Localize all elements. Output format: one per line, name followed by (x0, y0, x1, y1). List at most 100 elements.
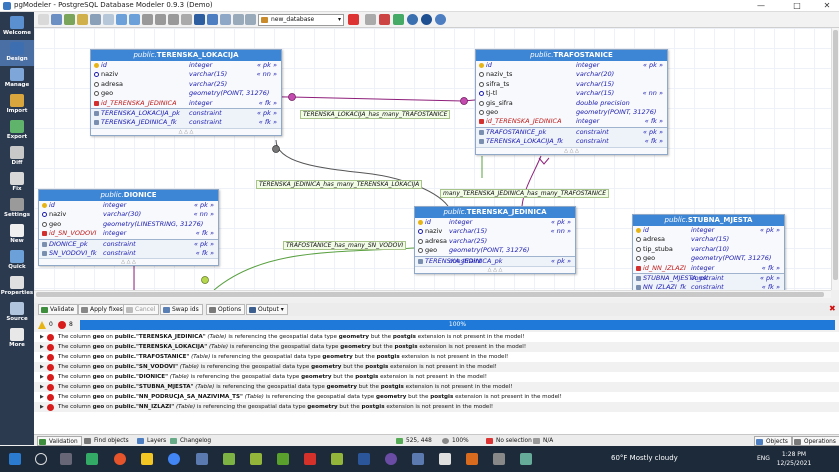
find-objects-tab[interactable]: Find objects (83, 436, 129, 446)
qgis-icon[interactable] (250, 453, 262, 465)
chrome-icon[interactable] (168, 453, 180, 465)
layers-tab[interactable]: Layers (136, 436, 166, 446)
qgis-icon-3[interactable] (331, 453, 343, 465)
qgis-icon-2[interactable] (277, 453, 289, 465)
help-icon[interactable] (407, 14, 418, 25)
expand-arrow-icon[interactable]: ▶ (40, 374, 44, 380)
widgets-icon[interactable] (86, 453, 98, 465)
validation-message[interactable]: ▶The column geo on public."TERENSKA_LOKA… (34, 342, 839, 352)
app-icon[interactable] (223, 453, 235, 465)
relationship-label[interactable]: TERENSKA_LOKACIJA_has_many_TRAFOSTANICE (300, 110, 451, 119)
plugins-icon[interactable] (393, 14, 404, 25)
validate-button[interactable]: Validate (38, 304, 79, 315)
undo-icon[interactable] (116, 14, 127, 25)
new-model-icon[interactable] (38, 14, 49, 25)
print-icon[interactable] (90, 14, 101, 25)
expand-arrow-icon[interactable]: ▶ (40, 404, 44, 410)
sidebar-item-quick[interactable]: Quick (0, 248, 34, 274)
sidebar-item-manage[interactable]: Manage (0, 66, 34, 92)
redo-icon[interactable] (129, 14, 140, 25)
expand-arrow-icon[interactable]: ▶ (40, 354, 44, 360)
validation-message[interactable]: ▶The column geo on public."NN_PODRUCJA_S… (34, 392, 839, 402)
sidebar-item-more[interactable]: More (0, 326, 34, 352)
expand-arrow-icon[interactable]: ▶ (40, 334, 44, 340)
scroll-thumb[interactable] (36, 292, 824, 297)
previous-icon[interactable] (233, 14, 244, 25)
validation-message[interactable]: ▶The column geo on public."TRAFOSTANICE"… (34, 352, 839, 362)
close-model-icon[interactable] (348, 14, 359, 25)
validation-message[interactable]: ▶The column geo on public."STUBNA_MJESTA… (34, 382, 839, 392)
export-image-icon[interactable] (103, 14, 114, 25)
weather-widget[interactable]: 60°F Mostly cloudy (611, 454, 678, 462)
horizontal-scrollbar[interactable] (34, 290, 831, 298)
expand-arrow-icon[interactable]: ▶ (40, 394, 44, 400)
sidebar-item-design[interactable]: Design (0, 40, 34, 66)
cancel-button[interactable]: Cancel (123, 304, 160, 315)
support-icon[interactable] (421, 14, 432, 25)
relationship-label[interactable]: TRAFOSTANICE_has_many_SN_VODOVI (283, 241, 407, 250)
changelog-tab[interactable]: Changelog (169, 436, 211, 446)
output-button[interactable]: Output ▾ (246, 304, 288, 315)
system-clock[interactable]: 1:28 PM 12/25/2021 (776, 451, 812, 467)
sidebar-item-new[interactable]: New (0, 222, 34, 248)
search-icon[interactable] (35, 453, 47, 465)
zoom-out-icon[interactable] (155, 14, 166, 25)
align-grid-icon[interactable] (194, 14, 205, 25)
sidebar-item-diff[interactable]: Diff (0, 144, 34, 170)
file-explorer-icon[interactable] (141, 453, 153, 465)
database-select[interactable]: new_database ▾ (258, 14, 344, 26)
task-view-icon[interactable] (60, 453, 72, 465)
minimize-button[interactable]: — (757, 1, 765, 10)
sidebar-item-settings[interactable]: Settings (0, 196, 34, 222)
pgmodeler-icon[interactable] (196, 453, 208, 465)
options-button[interactable]: Options (206, 304, 246, 315)
maximize-button[interactable]: □ (793, 1, 801, 10)
relationship-label[interactable]: TERENSKA_JEDINICA_has_many_TERENSKA_LOKA… (256, 180, 423, 189)
validation-message[interactable]: ▶The column geo on public."TERENSKA_JEDI… (34, 332, 839, 342)
input-language[interactable]: ENG (757, 455, 770, 462)
word-icon[interactable] (358, 453, 370, 465)
vlc-icon[interactable] (466, 453, 478, 465)
grid-icon[interactable] (181, 14, 192, 25)
objects-tab[interactable]: Objects (754, 436, 792, 446)
zoom-normal-icon[interactable] (168, 14, 179, 25)
expand-arrow-icon[interactable]: ▶ (40, 344, 44, 350)
windows-start-icon[interactable] (9, 453, 21, 465)
expand-arrow-icon[interactable]: ▶ (40, 384, 44, 390)
settings-icon[interactable] (365, 14, 376, 25)
scroll-thumb[interactable] (833, 30, 838, 280)
save-icon[interactable] (51, 14, 62, 25)
validation-message[interactable]: ▶The column geo on public."DIONICE" (Tab… (34, 372, 839, 382)
operations-tab[interactable]: Operations (792, 436, 839, 446)
firefox-icon[interactable] (114, 453, 126, 465)
